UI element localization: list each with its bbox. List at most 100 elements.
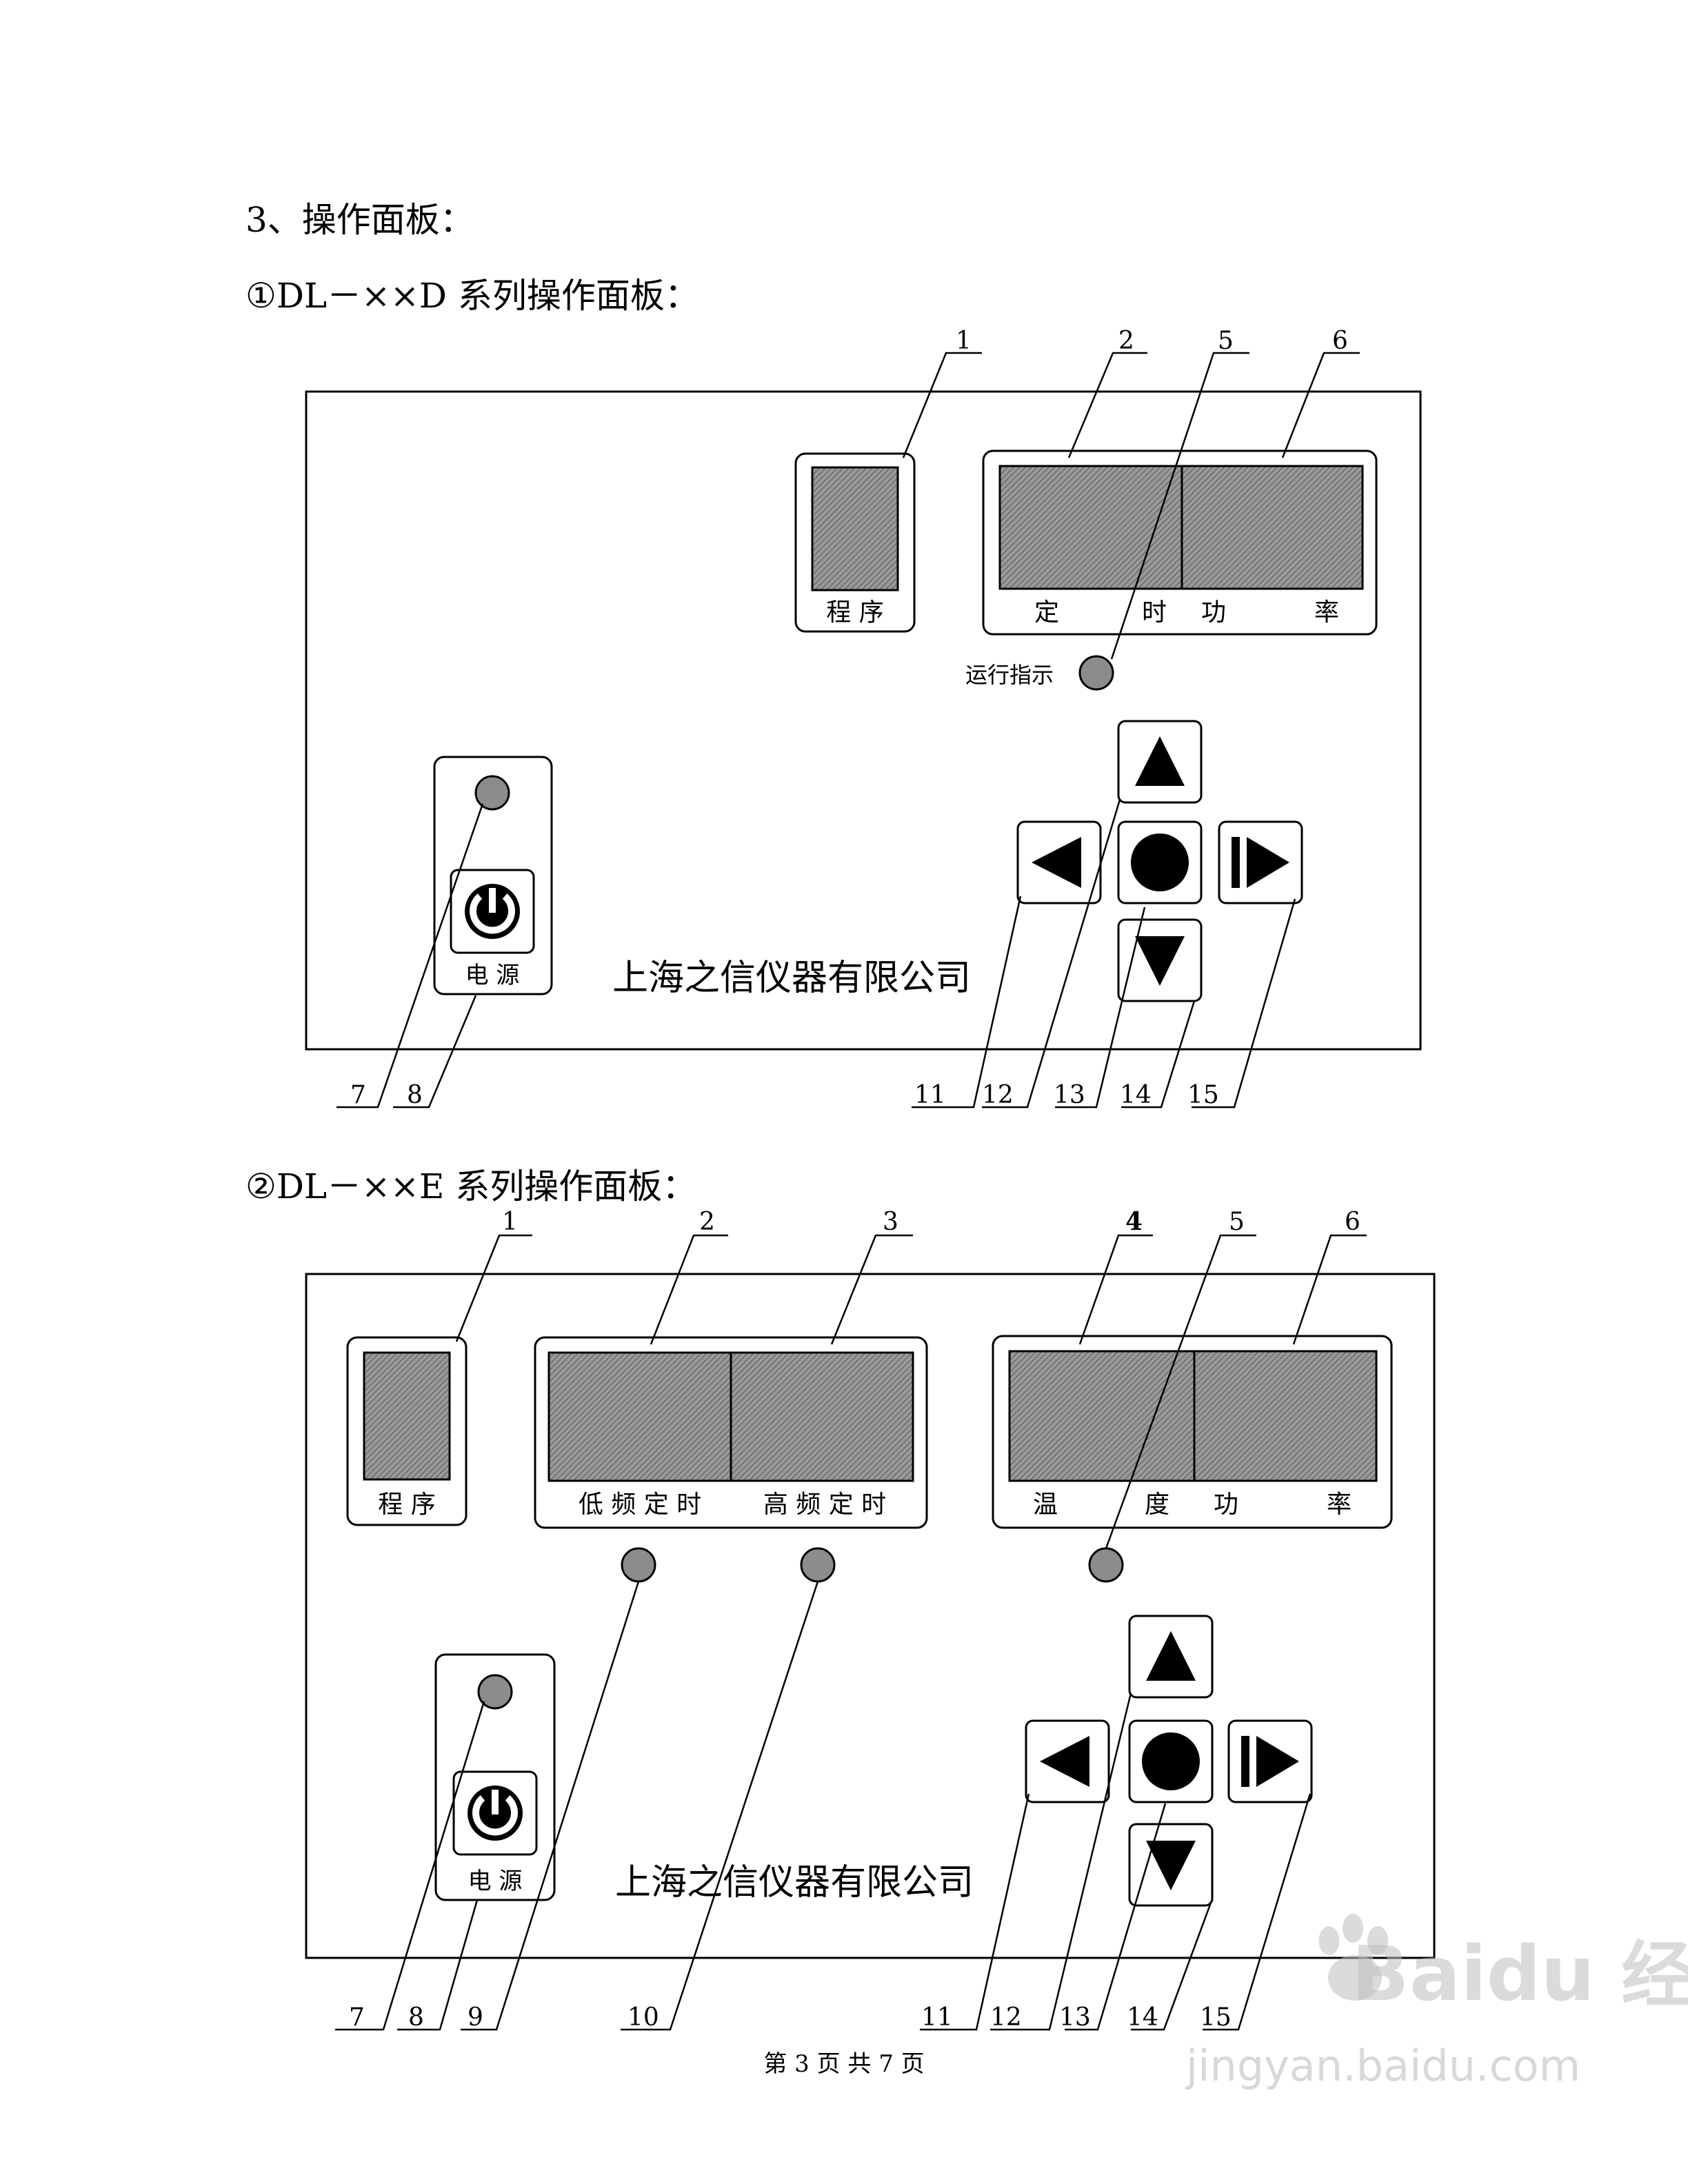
panel-e xyxy=(305,1273,1436,1959)
callout-d-1: 1 xyxy=(956,327,972,355)
panel-e-low-freq-display xyxy=(547,1351,732,1482)
circle-icon xyxy=(1142,1732,1200,1790)
panel-e-temp-box xyxy=(992,1335,1393,1529)
panel-e-low-freq-led xyxy=(621,1547,656,1583)
panel-d xyxy=(305,390,1422,1051)
callout-d-2: 2 xyxy=(1118,327,1134,355)
panel-e-heading: ②DL－××E 系列操作面板： xyxy=(245,1166,697,1206)
panel-d-ok-button[interactable] xyxy=(1117,820,1203,904)
panel-d-timer-display xyxy=(998,465,1183,590)
panel-e-high-freq-display xyxy=(730,1351,914,1482)
triangle-up-icon xyxy=(1146,1631,1196,1681)
callout-e-2: 2 xyxy=(699,1208,715,1236)
panel-d-program-box xyxy=(794,452,916,633)
callout-e-6: 6 xyxy=(1345,1208,1360,1236)
callout-e-13: 13 xyxy=(1059,2003,1091,2032)
play-next-icon xyxy=(1247,837,1289,888)
panel-e-temp-display xyxy=(1008,1350,1196,1482)
callout-e-8: 8 xyxy=(408,2003,424,2032)
baidu-paw-icon xyxy=(1318,1914,1388,2001)
panel-e-label-1: 温 xyxy=(1033,1490,1058,1519)
play-next-icon xyxy=(1256,1736,1299,1787)
panel-d-label-1: 定 xyxy=(1034,598,1059,627)
panel-e-up-button[interactable] xyxy=(1128,1615,1214,1699)
watermark-url: jingyan.baidu.com xyxy=(1186,2041,1581,2091)
panel-e-power-button[interactable] xyxy=(452,1770,538,1856)
power-icon xyxy=(465,884,520,939)
section-heading: 3、操作面板： xyxy=(245,200,474,240)
panel-e-program-label: 程 序 xyxy=(378,1490,435,1519)
panel-d-company: 上海之信仪器有限公司 xyxy=(612,958,971,999)
triangle-down-icon xyxy=(1135,936,1185,986)
callout-e-15: 15 xyxy=(1200,2003,1232,2032)
callout-d-13: 13 xyxy=(1054,1081,1085,1109)
panel-d-program-display xyxy=(811,466,899,592)
panel-e-label-4: 率 xyxy=(1327,1490,1352,1519)
panel-d-label-3: 功 xyxy=(1201,598,1226,627)
panel-e-frame xyxy=(305,1273,1436,1959)
panel-e-temp-led xyxy=(1088,1547,1124,1583)
callout-e-9: 9 xyxy=(468,2003,483,2032)
callout-e-11: 11 xyxy=(921,2003,953,2032)
panel-e-label-2: 度 xyxy=(1145,1490,1169,1519)
callout-e-10: 10 xyxy=(627,2003,659,2032)
callout-d-8: 8 xyxy=(407,1081,423,1109)
panel-e-down-button[interactable] xyxy=(1128,1823,1214,1907)
panel-d-frame xyxy=(305,390,1422,1051)
callout-d-14: 14 xyxy=(1120,1081,1152,1109)
panel-e-low-freq-label: 低 频 定 时 xyxy=(579,1490,701,1519)
callout-d-12: 12 xyxy=(982,1081,1014,1109)
panel-d-power-display xyxy=(1180,465,1364,590)
callout-e-14: 14 xyxy=(1127,2003,1158,2032)
panel-d-main-box xyxy=(982,449,1378,636)
panel-e-high-freq-label: 高 频 定 时 xyxy=(763,1490,886,1519)
triangle-up-icon xyxy=(1135,736,1185,786)
panel-e-label-3: 功 xyxy=(1214,1490,1238,1519)
panel-e-right-button[interactable] xyxy=(1227,1719,1313,1803)
panel-d-down-button[interactable] xyxy=(1117,918,1203,1002)
panel-d-right-button[interactable] xyxy=(1218,820,1303,904)
panel-d-power-label: 电 源 xyxy=(465,962,520,989)
callout-e-12: 12 xyxy=(990,2003,1022,2032)
play-next-icon-bar xyxy=(1241,1736,1249,1787)
panel-d-label-2: 时 xyxy=(1142,598,1167,627)
panel-e-program-display xyxy=(363,1351,451,1481)
panel-e-high-freq-led xyxy=(800,1547,836,1583)
callout-e-7: 7 xyxy=(349,2003,365,2032)
panel-d-power-box xyxy=(433,756,553,995)
callout-e-3: 3 xyxy=(883,1208,898,1236)
panel-d-program-label: 程 序 xyxy=(826,598,883,627)
panel-d-power-button[interactable] xyxy=(450,869,535,954)
panel-e-power-led xyxy=(477,1674,513,1710)
callout-e-5: 5 xyxy=(1229,1208,1245,1236)
circle-icon xyxy=(1131,833,1189,891)
triangle-left-icon xyxy=(1032,837,1081,888)
page-footer: 第 3 页 共 7 页 xyxy=(763,2050,925,2078)
panel-e-timer-box xyxy=(534,1336,928,1529)
panel-e-power-box xyxy=(434,1653,556,1901)
panel-d-up-button[interactable] xyxy=(1117,720,1203,804)
callout-d-15: 15 xyxy=(1187,1081,1219,1109)
panel-e-power-display xyxy=(1193,1350,1378,1482)
power-icon xyxy=(468,1786,523,1841)
panel-d-run-led xyxy=(1078,655,1114,691)
panel-e-ok-button[interactable] xyxy=(1128,1719,1214,1803)
callout-e-4: 4 xyxy=(1125,1207,1143,1236)
callout-d-11: 11 xyxy=(914,1081,946,1109)
callout-e-1: 1 xyxy=(502,1208,518,1236)
panel-e-power-label: 电 源 xyxy=(468,1868,523,1895)
panel-e-left-button[interactable] xyxy=(1025,1719,1110,1803)
panel-d-heading: ①DL－××D 系列操作面板： xyxy=(245,276,699,316)
panel-e-program-box xyxy=(346,1336,468,1526)
play-next-icon-bar xyxy=(1232,837,1240,888)
panel-d-label-4: 率 xyxy=(1314,598,1339,627)
callout-d-7: 7 xyxy=(350,1081,366,1109)
panel-d-power-led xyxy=(474,775,510,811)
callout-d-5: 5 xyxy=(1218,327,1234,355)
callout-d-6: 6 xyxy=(1332,327,1348,355)
triangle-down-icon xyxy=(1146,1841,1196,1890)
triangle-left-icon xyxy=(1040,1736,1089,1787)
panel-e-company: 上海之信仪器有限公司 xyxy=(615,1862,974,1903)
watermark-brand: Baidu 经验 xyxy=(1352,1930,1688,2018)
